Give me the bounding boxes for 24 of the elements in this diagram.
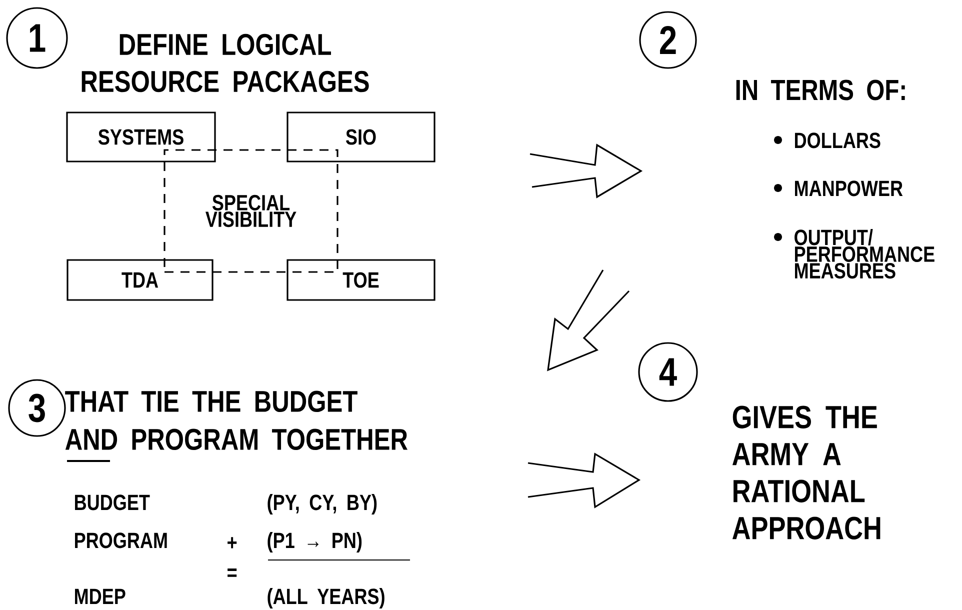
table-text: (ALL YEARS) [268, 588, 384, 609]
list-item: DOLLARS [774, 132, 880, 148]
package-box: SYSTEMS [66, 112, 216, 162]
package-box: TDA [66, 259, 214, 301]
list-item: OUTPUT/ PERFORMANCE MEASURES [774, 229, 934, 279]
table-text: MDEP [75, 588, 126, 604]
table-text: (P1 → PN) [268, 532, 362, 553]
list-item: MANPOWER [774, 180, 903, 196]
heading: THAT TIE THE BUDGET AND PROGRAM TOGETHER [65, 390, 408, 450]
table-text: PROGRAM [75, 532, 167, 548]
dashed-box: SPECIAL VISIBILITY [164, 149, 338, 273]
table-text: = [228, 568, 237, 577]
step-number: 3 [8, 379, 66, 437]
step-number: 1 [6, 7, 68, 69]
step-number: 2 [639, 11, 697, 69]
step-number: 4 [638, 342, 698, 402]
package-box: TOE [286, 259, 436, 301]
table-text: + [228, 537, 237, 548]
table-text: (PY, CY, BY) [268, 494, 377, 515]
heading: IN TERMS OF: [736, 80, 905, 100]
statement-text: GIVES THE ARMY A RATIONAL APPROACH [732, 406, 880, 540]
heading: DEFINE LOGICAL RESOURCE PACKAGES [82, 34, 369, 92]
package-box: SIO [286, 112, 436, 162]
table-text: BUDGET [75, 494, 150, 510]
